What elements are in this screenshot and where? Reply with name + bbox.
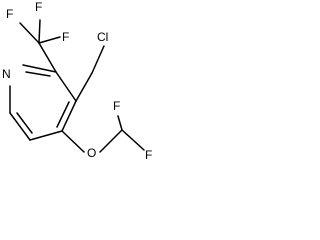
atom-n-ring: N: [2, 67, 11, 81]
atom-f-top-mid: F: [35, 0, 42, 14]
bonds: [9, 19, 145, 153]
atom-labels: F F F N Cl O F F: [2, 0, 152, 162]
bond-c3-c4-double: [56, 101, 70, 128]
bond-chf2-f-right: [121, 129, 145, 151]
atom-f-top-right: F: [62, 30, 69, 44]
atom-f-bottom-left: F: [113, 99, 120, 113]
atom-o-ether: O: [87, 146, 96, 160]
bond-c4-o: [61, 130, 85, 153]
bond-cf3-to-c2: [38, 42, 57, 73]
bond-c3-c4: [61, 100, 77, 132]
bond-n1-c2: [22, 64, 57, 73]
bond-c3-ch2: [75, 72, 93, 102]
atom-f-bottom-right: F: [145, 148, 152, 162]
bond-cf3-f-top-mid: [38, 19, 41, 44]
chemical-structure: F F F N Cl O F F: [2, 0, 152, 162]
bond-c5-c6-double: [16, 112, 33, 134]
bond-n1-c2-double: [25, 71, 51, 77]
bond-chf2-f-left: [117, 115, 123, 131]
atom-f-top-left: F: [6, 7, 13, 21]
atom-cl: Cl: [97, 30, 108, 44]
bond-c5-c6: [9, 112, 31, 141]
bond-ch2-cl: [91, 45, 105, 74]
bond-c2-c3: [55, 71, 77, 102]
bond-cf3-f-top-right: [38, 36, 61, 44]
bond-cf3-f-top-left: [19, 22, 40, 44]
bond-o-chf2: [99, 129, 123, 153]
bond-c4-c5: [29, 130, 63, 141]
